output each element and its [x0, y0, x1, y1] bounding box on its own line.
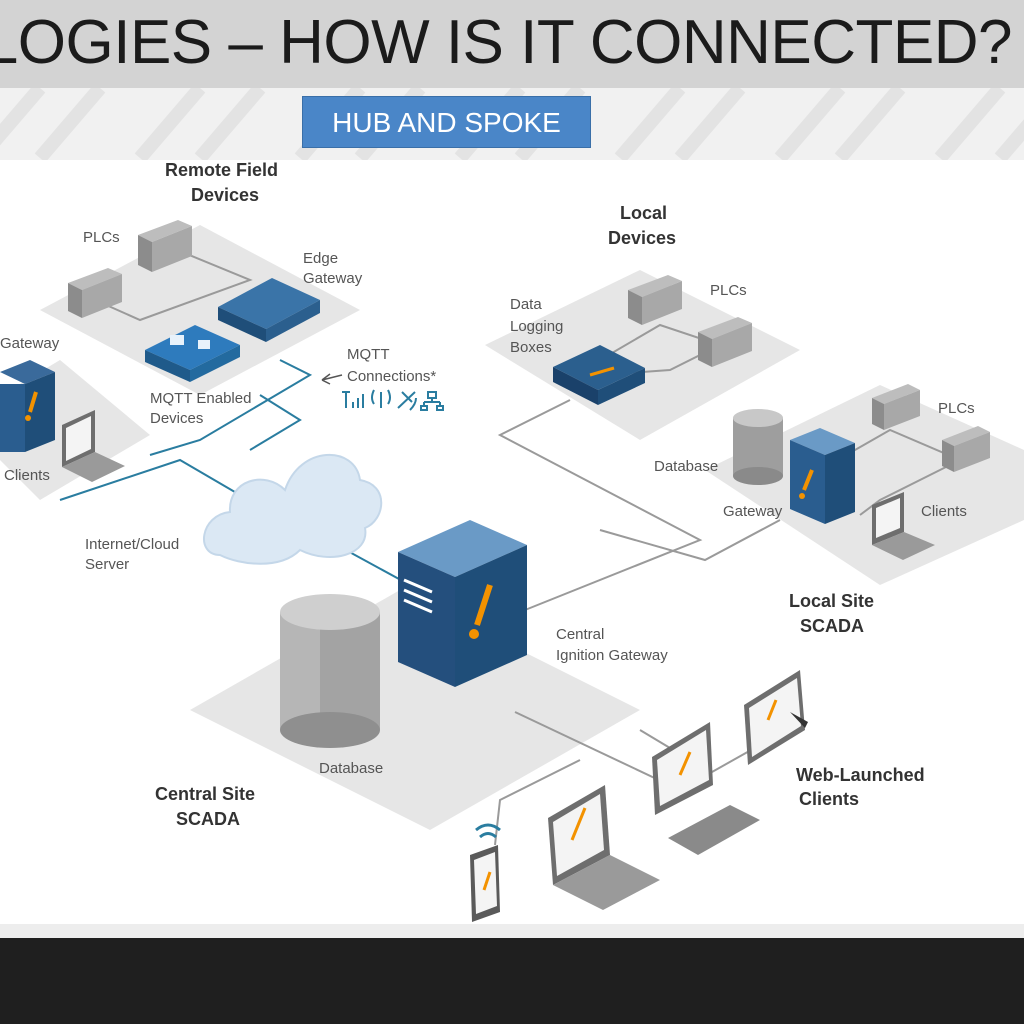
remote-field-platform — [40, 225, 360, 395]
web-client-desktop — [652, 722, 760, 855]
edge-gateway-label-line1: Edge — [303, 250, 338, 267]
local-devices-title-line1: Local — [620, 203, 667, 223]
remote-plc-2 — [68, 268, 122, 318]
data-logging-label-line1: Data — [510, 296, 542, 313]
local-plc-2 — [698, 317, 752, 367]
central-database — [280, 594, 380, 748]
local-plcs-label: PLCs — [710, 282, 747, 299]
mqtt-connection-icons — [342, 389, 444, 411]
left-clients-label: Clients — [4, 467, 50, 484]
local-site-client-laptop — [872, 492, 935, 560]
mqtt-enabled-device-board — [145, 325, 240, 382]
mqtt-devices-label-line2: Devices — [150, 410, 203, 427]
local-site-database-label: Database — [654, 458, 718, 475]
local-devices-title-line2: Devices — [608, 228, 676, 248]
remote-plc-link — [94, 244, 253, 322]
remote-plc-1 — [138, 220, 192, 272]
internet-cloud — [203, 454, 383, 565]
web-client-laptop — [548, 785, 660, 910]
local-site-clients-label: Clients — [921, 503, 967, 520]
mqtt-label-line2: Connections* — [347, 368, 436, 385]
local-site-plcs-label: PLCs — [938, 400, 975, 417]
cloud-label-line1: Internet/Cloud — [85, 536, 179, 553]
central-to-local-devices-link — [497, 399, 703, 611]
hub-and-spoke-label: HUB AND SPOKE — [302, 96, 591, 148]
local-devices-platform — [485, 270, 800, 440]
web-clients-branch — [494, 759, 581, 846]
local-site-plc-2 — [942, 426, 990, 472]
local-site-database — [733, 409, 783, 485]
cloud-label-line2: Server — [85, 556, 129, 573]
local-site-title-line2: SCADA — [800, 616, 864, 636]
remote-field-title-line2: Devices — [191, 185, 259, 205]
web-clients-title-line2: Clients — [799, 789, 859, 809]
local-site-title-line1: Local Site — [789, 591, 874, 611]
local-site-plc-1 — [872, 384, 920, 430]
satellite-icon — [397, 391, 417, 411]
cell-signal-icon — [342, 391, 364, 408]
local-site-gateway-server — [790, 428, 855, 524]
web-client-mobile — [470, 823, 501, 922]
local-site-gateway-label: Gateway — [723, 503, 783, 520]
slide-title: OLOGIES – HOW IS IT CONNECTED? — [0, 8, 1012, 77]
central-site-title-line2: SCADA — [176, 809, 240, 829]
left-client-laptop — [62, 410, 125, 482]
central-gateway-label-line1: Central — [556, 626, 604, 643]
web-clients-title-line1: Web-Launched — [796, 765, 925, 785]
bottom-pattern-strip — [0, 924, 1024, 938]
central-ignition-gateway-server — [398, 520, 527, 687]
remote-field-title-line1: Remote Field — [165, 160, 278, 180]
diagram-svg: Remote Field Devices PLCs Edge Gateway M… — [0, 160, 1024, 922]
data-logging-label-line2: Logging — [510, 318, 563, 335]
mqtt-link-2 — [59, 458, 241, 501]
central-site-title-line1: Central Site — [155, 784, 255, 804]
web-client-touch-monitor — [744, 670, 808, 765]
edge-gateway-device — [218, 278, 320, 342]
mqtt-label-line1: MQTT — [347, 346, 390, 363]
edge-gateway-label-line2: Gateway — [303, 270, 363, 287]
architecture-diagram: Remote Field Devices PLCs Edge Gateway M… — [0, 160, 1024, 936]
local-site-platform — [705, 385, 1024, 585]
central-to-local-site-link — [599, 519, 781, 562]
title-bar: OLOGIES – HOW IS IT CONNECTED? — [0, 0, 1024, 88]
central-gateway-label-line2: Ignition Gateway — [556, 647, 668, 664]
network-icon — [420, 391, 444, 411]
left-gateway-label: Gateway — [0, 335, 60, 352]
central-database-label: Database — [319, 760, 383, 777]
mqtt-arrow — [321, 373, 343, 385]
radio-tower-icon — [371, 389, 391, 408]
left-gateway-server — [0, 360, 55, 452]
data-logging-box — [553, 345, 645, 405]
local-plc-1 — [628, 275, 682, 325]
mqtt-link-1 — [149, 359, 313, 456]
data-logging-label-line3: Boxes — [510, 339, 552, 356]
bottom-bar — [0, 938, 1024, 1024]
mqtt-link-3 — [249, 394, 302, 451]
remote-plcs-label: PLCs — [83, 229, 120, 246]
mqtt-devices-label-line1: MQTT Enabled — [150, 390, 251, 407]
